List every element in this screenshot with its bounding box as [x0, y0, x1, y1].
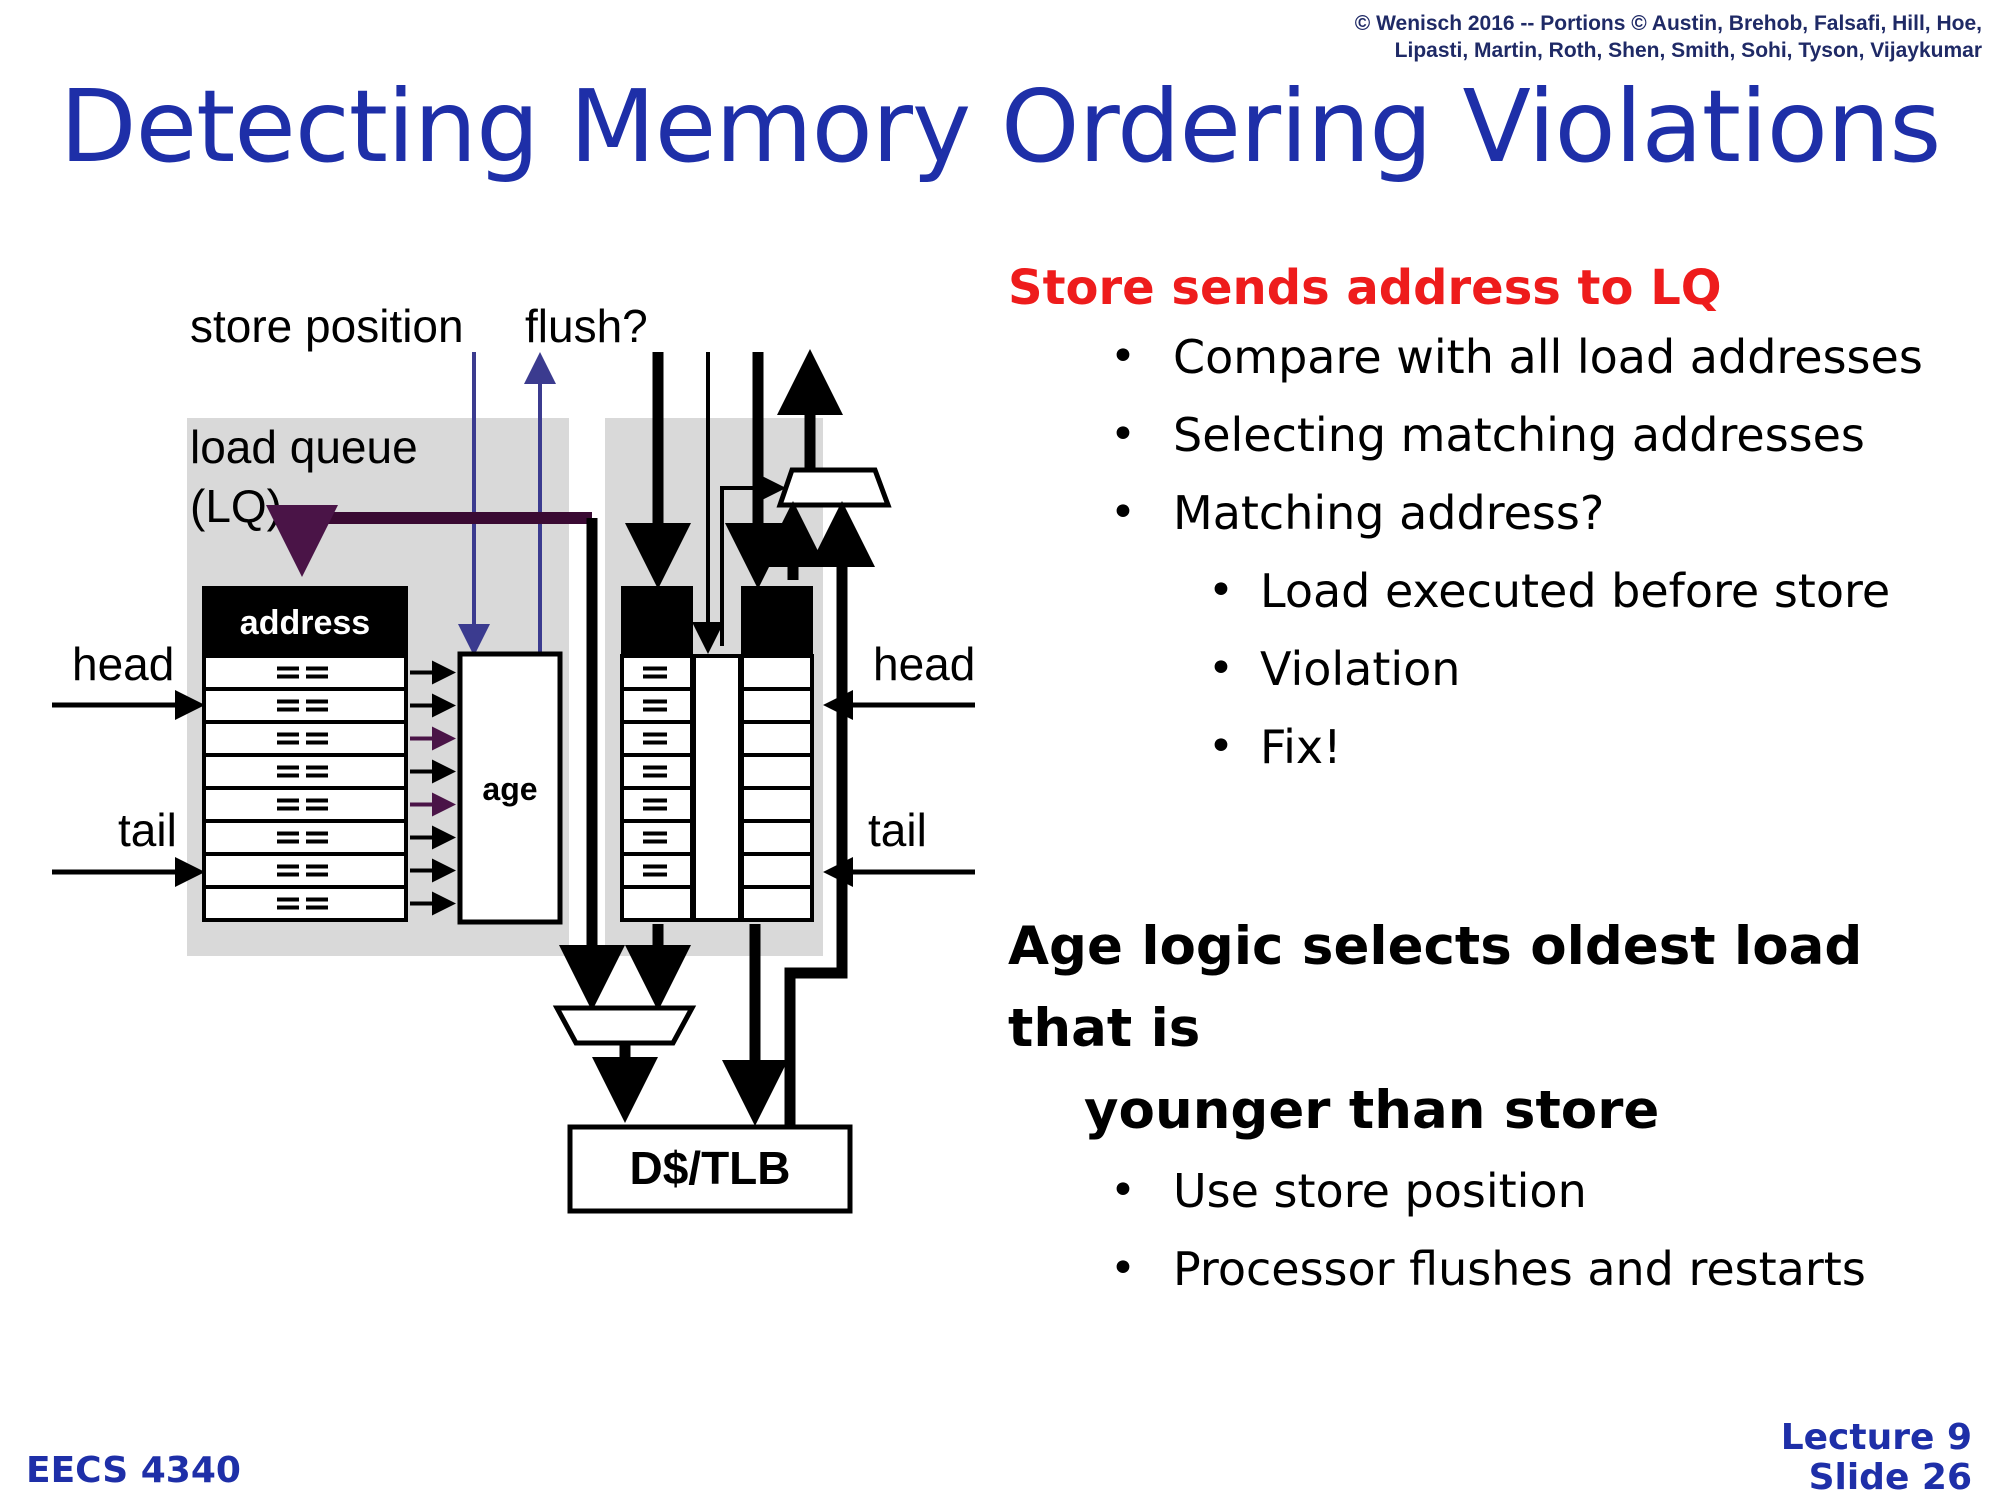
list-item: Processor flushes and restarts	[1008, 1230, 1988, 1308]
comparator-mark	[277, 707, 299, 712]
upper-mux	[776, 467, 892, 508]
load-queue-label: load queue	[190, 421, 418, 473]
comparator-mark	[643, 773, 667, 778]
comparator-mark	[306, 732, 328, 737]
thin-select-line	[720, 472, 786, 646]
list-item: Use store position	[1008, 1152, 1988, 1230]
sq-header-right	[741, 586, 813, 656]
comparator-mark	[277, 897, 299, 902]
head-label-left: head	[72, 638, 174, 690]
comparator-mark	[306, 707, 328, 712]
comparator-mark	[306, 674, 328, 679]
comparator-mark	[643, 765, 667, 770]
age-label: age	[482, 771, 537, 807]
comparator-mark	[277, 666, 299, 671]
comparator-mark	[643, 732, 667, 737]
comparator-mark	[277, 798, 299, 803]
comparator-mark	[643, 831, 667, 836]
comparator-mark	[277, 806, 299, 811]
comparator-mark	[277, 773, 299, 778]
address-header	[202, 586, 408, 656]
bullet-content: Store sends address to LQ Compare with a…	[1008, 258, 1988, 1308]
comparator-mark	[643, 864, 667, 869]
comparator-mark	[277, 872, 299, 877]
comparator-mark	[306, 831, 328, 836]
sq-mid-column	[692, 654, 742, 922]
comparator-mark	[306, 839, 328, 844]
comparator-mark	[277, 699, 299, 704]
slide-number: Lecture 9 Slide 26	[1781, 1418, 1972, 1498]
section2-heading-line2: younger than store	[1084, 1080, 1660, 1141]
comparator-mark	[306, 666, 328, 671]
dcache-tlb-box	[567, 1124, 853, 1214]
load-queue-diagram: store position flush? load queue (LQ) he…	[52, 300, 975, 1214]
comparator-mark	[277, 831, 299, 836]
comparator-mark	[643, 674, 667, 679]
head-label-right: head	[873, 638, 975, 690]
age-box	[457, 651, 563, 925]
store-position-label: store position	[190, 300, 464, 352]
copyright-line-1: © Wenisch 2016 -- Portions © Austin, Bre…	[1354, 12, 1982, 35]
comparator-mark	[306, 872, 328, 877]
sublist-item: Load executed before store	[1008, 552, 1988, 630]
comparator-mark	[306, 798, 328, 803]
comparator-mark	[277, 905, 299, 910]
copyright-notice: © Wenisch 2016 -- Portions © Austin, Bre…	[982, 10, 1982, 64]
comparator-mark	[277, 740, 299, 745]
section1-list: Compare with all load addresses Selectin…	[1008, 318, 1988, 552]
section1-sublist: Load executed before store Violation Fix…	[1008, 552, 1988, 786]
comparator-mark	[643, 666, 667, 671]
comparator-mark	[277, 839, 299, 844]
comparator-mark	[306, 740, 328, 745]
comparator-mark	[643, 806, 667, 811]
sq-header-left	[621, 586, 693, 656]
section2-heading-line1: Age logic selects oldest load that is	[1008, 916, 1863, 1059]
comparator-mark	[306, 765, 328, 770]
store-queue-rows	[622, 666, 812, 889]
slide-title: Detecting Memory Ordering Violations	[59, 68, 1942, 185]
sublist-item: Fix!	[1008, 708, 1988, 786]
comparator-mark	[306, 699, 328, 704]
comparator-mark	[277, 864, 299, 869]
comparator-mark	[643, 740, 667, 745]
comparator-mark	[306, 773, 328, 778]
list-item: Matching address?	[1008, 474, 1988, 552]
lower-mux	[552, 1005, 697, 1046]
flush-label: flush?	[525, 300, 648, 352]
course-label: EECS 4340	[26, 1450, 241, 1491]
address-label: address	[240, 604, 370, 642]
comparator-mark	[643, 872, 667, 877]
comparator-mark	[306, 806, 328, 811]
lq-address-rows	[204, 660, 456, 916]
comparator-mark	[643, 707, 667, 712]
comparator-mark	[306, 905, 328, 910]
dcache-tlb-label: D$/TLB	[630, 1142, 791, 1194]
lq-abbrev-label: (LQ)	[190, 480, 282, 532]
comparator-mark	[277, 732, 299, 737]
comparator-mark	[306, 897, 328, 902]
list-item: Selecting matching addresses	[1008, 396, 1988, 474]
tail-label-right: tail	[868, 804, 927, 856]
lecture-label: Lecture 9	[1780, 1417, 1972, 1458]
comparator-mark	[277, 765, 299, 770]
list-item: Compare with all load addresses	[1008, 318, 1988, 396]
comparator-mark	[643, 839, 667, 844]
comparator-mark	[643, 798, 667, 803]
tail-label-left: tail	[118, 804, 177, 856]
section1-heading: Store sends address to LQ	[1008, 260, 1722, 316]
section2-heading: Age logic selects oldest load that is yo…	[1008, 906, 1988, 1152]
comparator-mark	[277, 674, 299, 679]
comparator-mark	[643, 699, 667, 704]
sublist-item: Violation	[1008, 630, 1988, 708]
comparator-mark	[306, 864, 328, 869]
lq-address-bus	[266, 505, 592, 577]
copyright-line-2: Lipasti, Martin, Roth, Shen, Smith, Sohi…	[1394, 39, 1982, 62]
section2-list: Use store position Processor flushes and…	[1008, 1152, 1988, 1308]
dcache-return-bus	[784, 501, 875, 1127]
slide-label: Slide 26	[1808, 1457, 1972, 1498]
